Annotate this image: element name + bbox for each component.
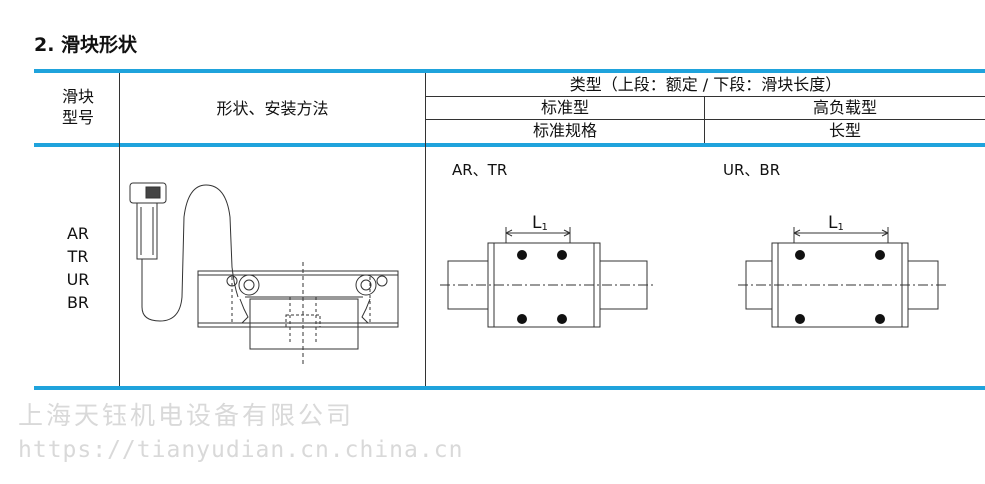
col-divider-1 (119, 73, 120, 386)
model-ar: AR (66, 224, 90, 243)
header-type: 类型（上段：额定 / 下段：滑块长度） (569, 75, 842, 94)
model-br: BR (66, 293, 90, 312)
standard-block-drawing: L1 (440, 213, 655, 328)
model-tr: TR (67, 247, 89, 266)
header-standard-spec: 标准规格 (532, 121, 597, 140)
table-top-rule (34, 69, 985, 73)
col-divider-2 (425, 73, 426, 386)
table-header-rule (34, 143, 985, 147)
header-standard: 标准型 (540, 98, 589, 117)
header-model-line2: 型号 (61, 108, 94, 127)
dimension-l1-long: L1 (828, 213, 844, 233)
table-bottom-rule (34, 386, 985, 390)
model-list: AR TR UR BR (40, 222, 116, 314)
installation-drawing (129, 182, 399, 365)
diagram-long-label: UR、BR (723, 161, 781, 179)
diagram-standard-label: AR、TR (452, 161, 508, 179)
watermark-company: 上海天钰机电设备有限公司 (18, 401, 355, 430)
type-header-line-2 (425, 119, 985, 120)
section-title: 2. 滑块形状 (34, 34, 138, 56)
header-long: 长型 (828, 121, 861, 140)
watermark-url: https://tianyudian.cn.china.cn (18, 437, 464, 463)
header-shape: 形状、安装方法 (216, 99, 329, 118)
type-header-line-1 (425, 96, 985, 97)
model-ur: UR (66, 270, 90, 289)
header-high-load: 高负载型 (812, 98, 877, 117)
long-block-drawing: L1 (738, 213, 948, 328)
dimension-l1-standard: L1 (532, 213, 548, 233)
header-model-line1: 滑块 (61, 87, 94, 106)
